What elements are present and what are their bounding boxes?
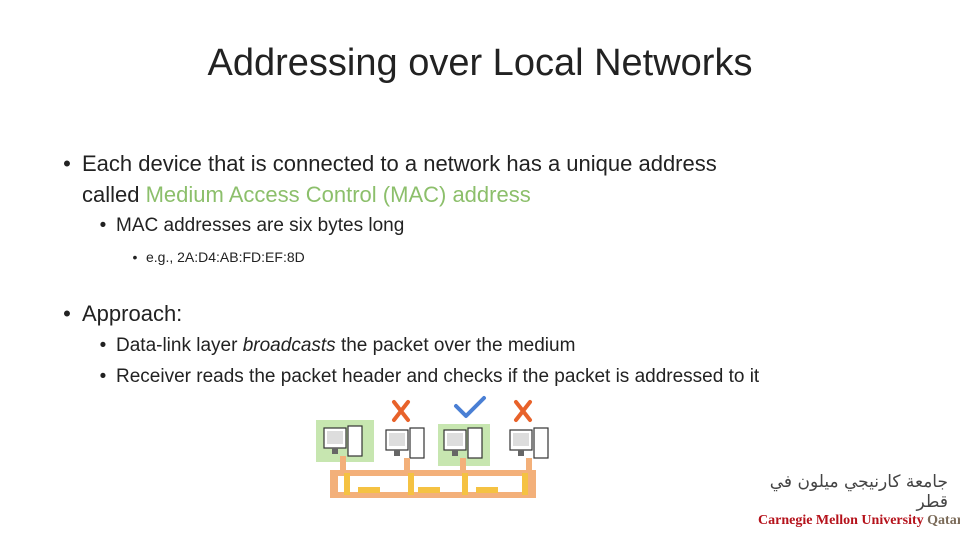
slide-title: Addressing over Local Networks — [207, 42, 753, 84]
bullet-marker: • — [99, 215, 107, 236]
bullet-text: Receiver reads the packet header and che… — [116, 366, 760, 387]
bullet-text: Approach: — [82, 301, 183, 326]
bullet-text-prefix: Data-link layer — [116, 335, 243, 356]
drop-line — [340, 456, 346, 476]
bullet-approach: • Approach: — [56, 298, 182, 329]
university-logo: جامعة كارنيجي ميلون في قطر Carnegie Mell… — [758, 472, 960, 530]
computer-icon-receiver-2 — [443, 427, 483, 459]
bus-segment — [408, 473, 414, 495]
bullet-text: MAC addresses are six bytes long — [116, 215, 405, 236]
bullet-text: Data-link layer broadcasts the packet ov… — [116, 334, 575, 358]
subbullet-broadcast: • Data-link layer broadcasts the packet … — [94, 334, 576, 358]
bullet-marker: • — [99, 335, 107, 356]
drop-line — [460, 458, 466, 476]
bullet-marker: • — [63, 151, 71, 176]
computer-icon-receiver-1 — [385, 427, 425, 459]
logo-arabic-text: جامعة كارنيجي ميلون في قطر — [769, 472, 948, 512]
bullet-text-suffix: the packet over the medium — [335, 335, 576, 356]
x-mark-icon — [392, 400, 410, 422]
check-mark-icon — [454, 396, 486, 418]
bus-segment — [358, 487, 380, 493]
bullet-line-2-prefix: called — [82, 182, 146, 207]
bullet-line-1: Each device that is connected to a netwo… — [82, 151, 717, 176]
x-mark-icon — [514, 400, 532, 422]
drop-line — [404, 458, 410, 476]
subbullet-six-bytes: • MAC addresses are six bytes long — [94, 214, 405, 238]
computer-icon-receiver-3 — [509, 427, 549, 459]
bullet-marker: • — [132, 249, 138, 265]
bus-segment — [462, 473, 468, 495]
bus-segment — [418, 487, 440, 493]
logo-english-text: Carnegie Mellon University Qatar — [758, 512, 960, 530]
subbullet-example-mac: • e.g., 2A:D4:AB:FD:EF:8D — [128, 247, 305, 267]
network-broadcast-diagram — [316, 396, 549, 498]
bullet-mac-address: • Each device that is connected to a net… — [56, 148, 717, 210]
broadcasts-emphasis: broadcasts — [242, 335, 336, 356]
bus-segment — [344, 473, 350, 495]
bullet-text: Each device that is connected to a netwo… — [82, 148, 717, 210]
logo-qatar-name: Qatar — [927, 513, 960, 528]
bus-segment — [522, 473, 528, 495]
bus-segment — [476, 487, 498, 493]
subbullet-receiver: • Receiver reads the packet header and c… — [94, 365, 760, 389]
computer-icon-sender — [323, 425, 363, 457]
drop-line — [526, 458, 532, 476]
mac-term-highlight: Medium Access Control (MAC) address — [145, 182, 531, 207]
bullet-marker: • — [63, 301, 71, 326]
logo-cmu-name: Carnegie Mellon University — [758, 513, 924, 528]
bullet-text: e.g., 2A:D4:AB:FD:EF:8D — [146, 249, 305, 265]
bullet-marker: • — [99, 366, 107, 387]
